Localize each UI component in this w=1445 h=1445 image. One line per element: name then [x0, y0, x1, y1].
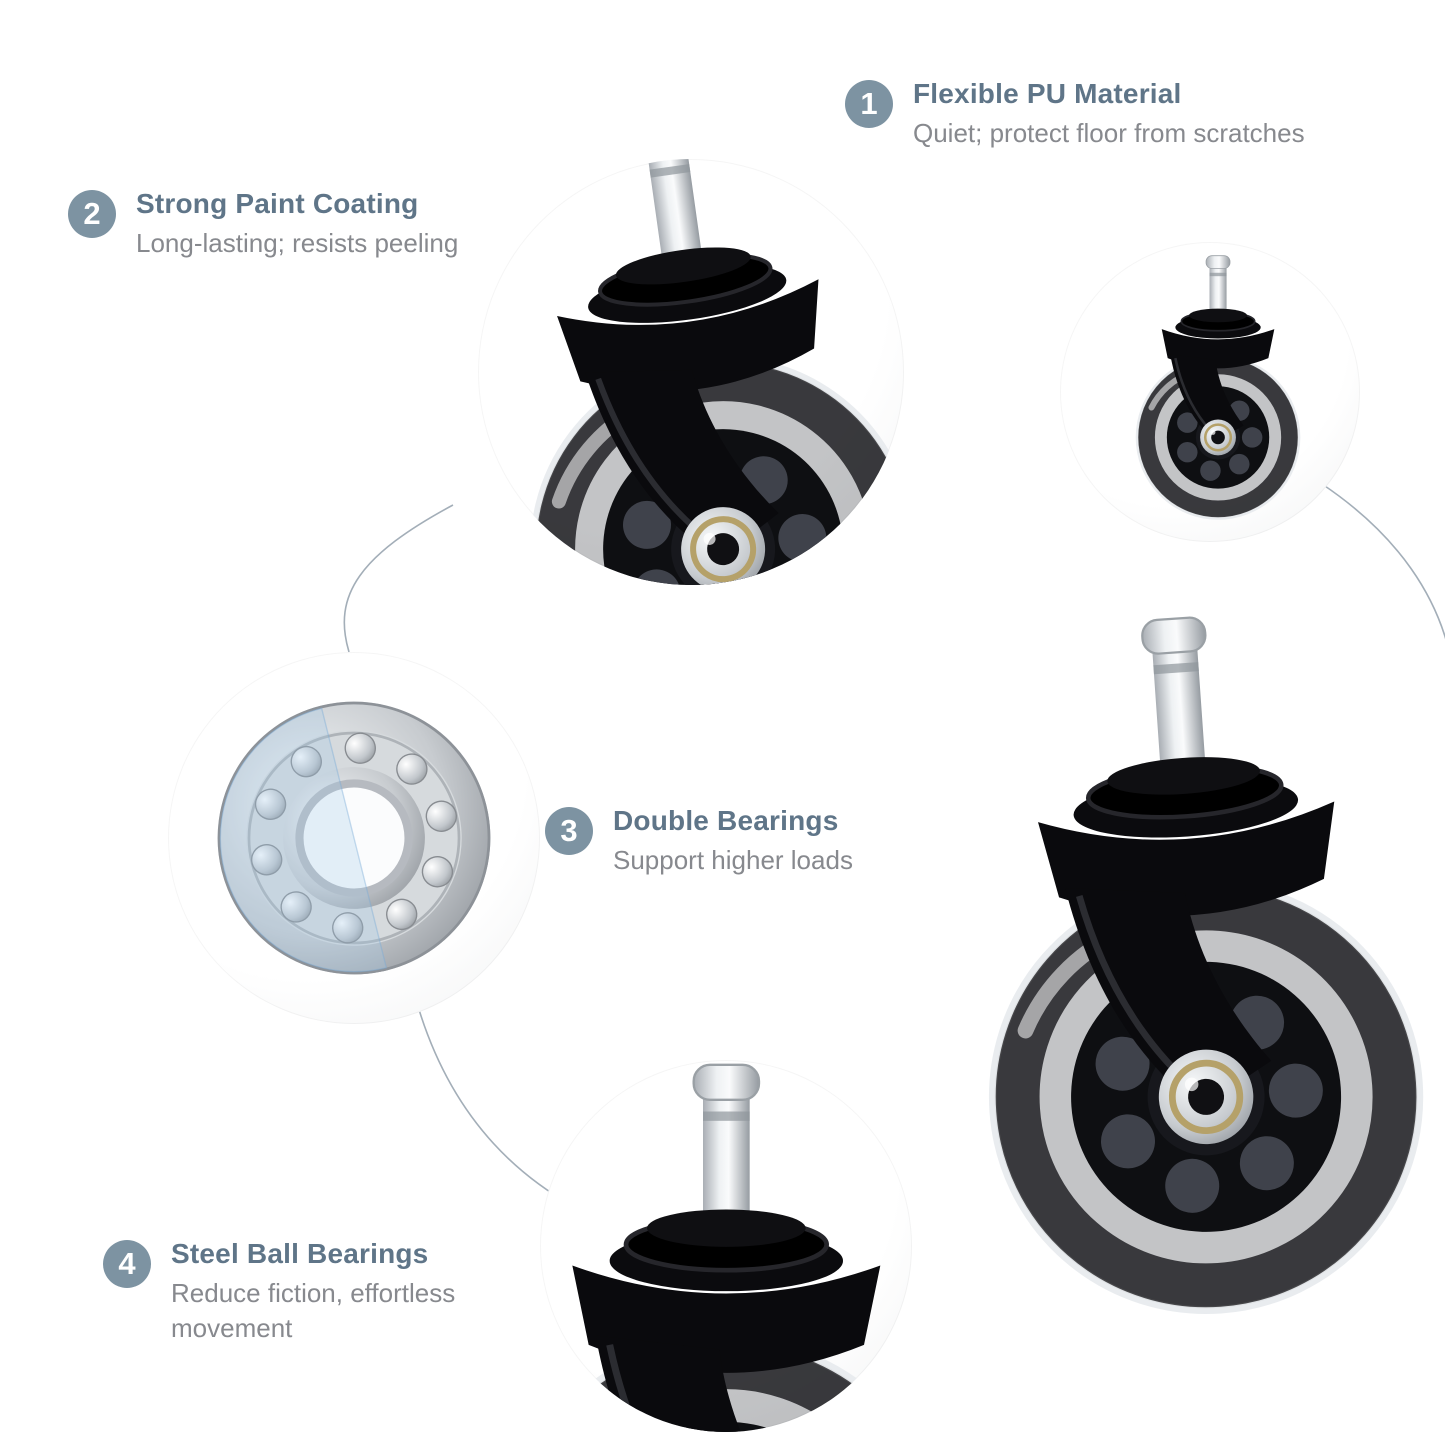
feature-number-badge: 3: [545, 807, 593, 855]
feature-callout-steel-ball-bearings: 4 Steel Ball Bearings Reduce fiction, ef…: [103, 1238, 501, 1346]
photo-circle-stem-closeup: [540, 1060, 912, 1432]
caster-wheel-product-illustration: [881, 597, 1445, 1353]
connector-line: [343, 504, 454, 653]
feature-description: Reduce fiction, effortless movement: [171, 1278, 456, 1344]
photo-circle-caster-closeup: [478, 159, 904, 585]
feature-title: Flexible PU Material: [913, 78, 1182, 109]
feature-callout-flexible-pu: 1 Flexible PU Material Quiet; protect fl…: [845, 78, 1305, 151]
caster-wheel-full-illustration: [1107, 254, 1312, 527]
feature-number-badge: 2: [68, 190, 116, 238]
feature-title: Steel Ball Bearings: [171, 1238, 429, 1269]
photo-circle-ball-bearing: [168, 652, 540, 1024]
feature-title: Double Bearings: [613, 805, 839, 836]
caster-stem-closeup-illustration: [540, 1060, 912, 1432]
feature-description: Quiet; protect floor from scratches: [913, 118, 1305, 148]
ball-bearing-illustration: [172, 656, 536, 1020]
feature-title: Strong Paint Coating: [136, 188, 419, 219]
feature-description: Long-lasting; resists peeling: [136, 228, 459, 258]
feature-number-badge: 4: [103, 1240, 151, 1288]
feature-number-badge: 1: [845, 80, 893, 128]
feature-callout-paint-coating: 2 Strong Paint Coating Long-lasting; res…: [68, 188, 458, 261]
feature-description: Support higher loads: [613, 845, 853, 875]
photo-circle-caster-full: [1060, 242, 1360, 542]
feature-callout-double-bearings: 3 Double Bearings Support higher loads: [545, 805, 853, 878]
caster-wheel-closeup-illustration: [478, 159, 904, 585]
